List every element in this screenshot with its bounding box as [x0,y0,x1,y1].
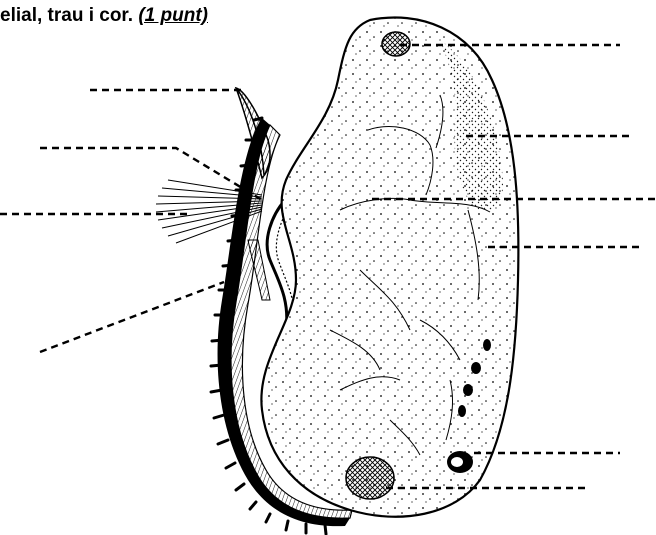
leader-line-left-lower [40,282,224,352]
cytoproct-inner [451,457,463,467]
bottom-vacuole [346,457,394,499]
nucleus-bead [458,405,466,417]
nucleus-bead [471,362,481,374]
nucleus-bead [483,339,491,351]
nucleus-bead [463,384,473,396]
leader-line-left-upper [40,148,262,200]
